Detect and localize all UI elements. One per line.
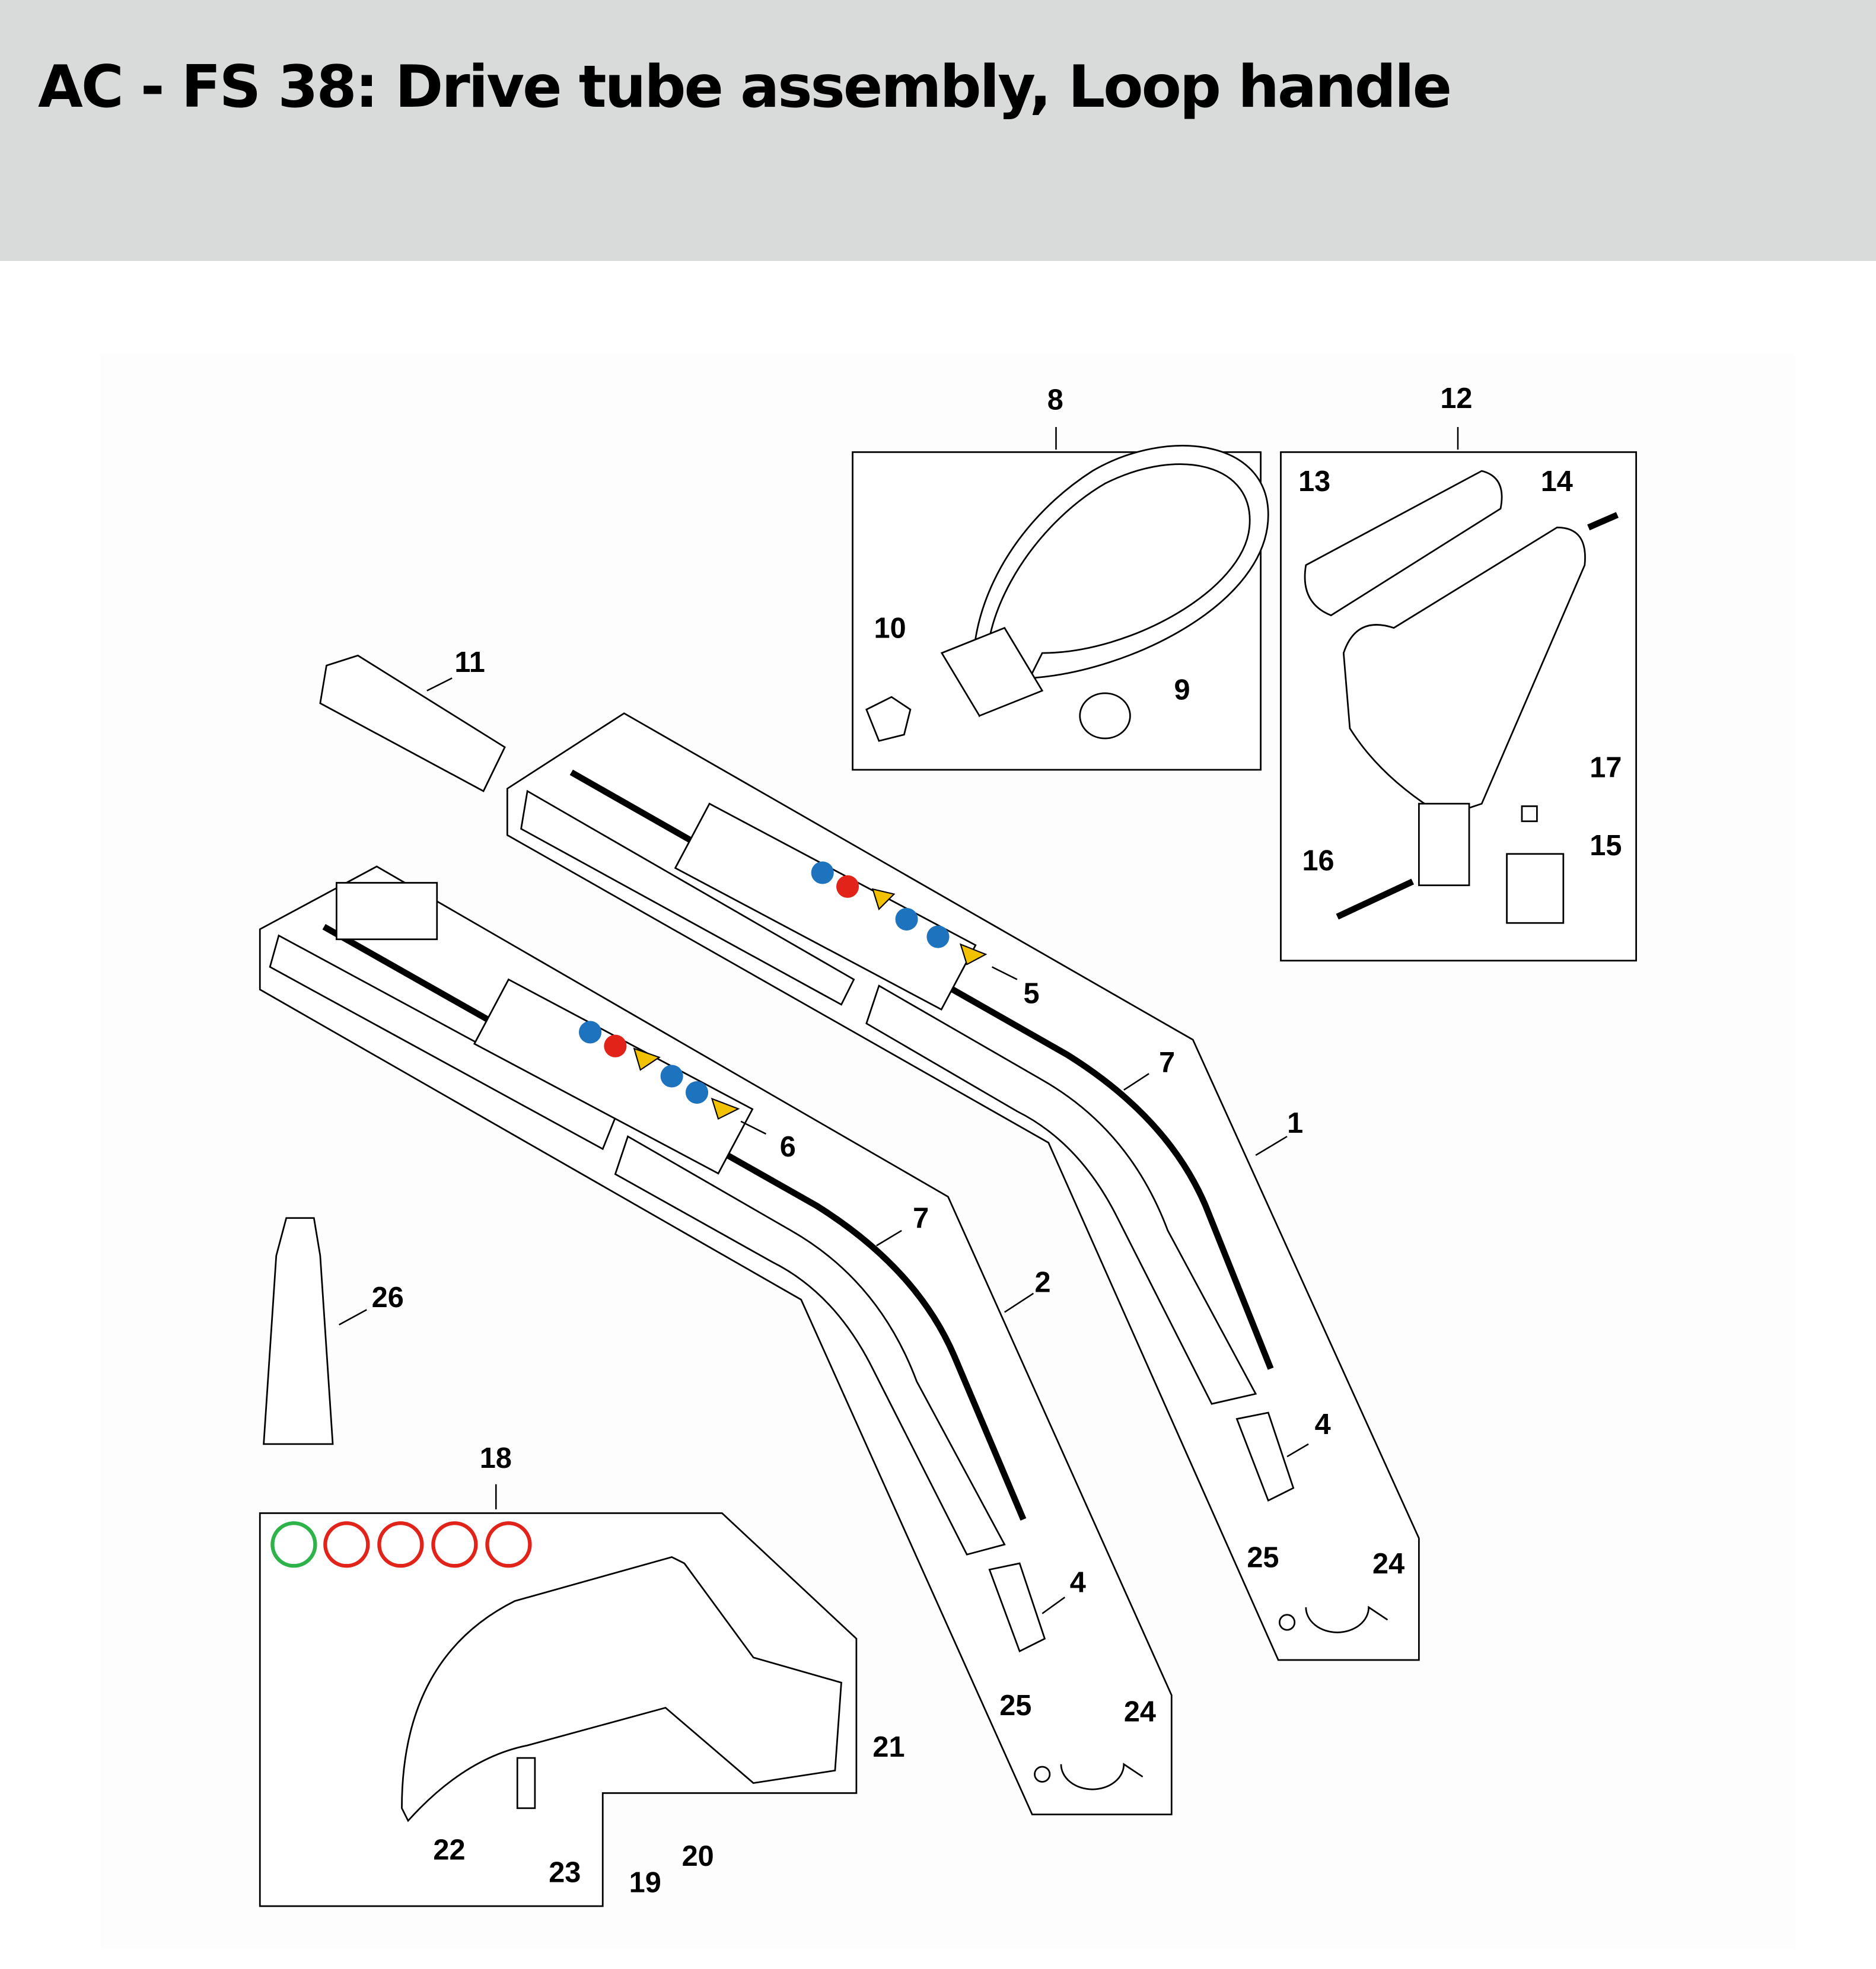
rubber-sleeve-11: [319, 654, 506, 792]
blade-22: [516, 1757, 536, 1809]
callout-2[interactable]: 2: [1035, 1267, 1051, 1299]
mandatory-sign-icon: [578, 1021, 602, 1044]
callout-7[interactable]: 7: [913, 1203, 929, 1235]
warning-sign-icon: [711, 1097, 740, 1120]
clamp-24a: [1305, 1605, 1388, 1633]
bushing-4b: [988, 1562, 1046, 1653]
screw-14: [1587, 512, 1619, 531]
mandatory-sign-icon: [926, 925, 950, 948]
grip-13: [1304, 470, 1503, 617]
prohibit-sign-icon: [604, 1034, 627, 1057]
tube-set-2-outline: [259, 865, 1173, 1815]
label-6: [473, 978, 754, 1175]
callout-25[interactable]: 25: [1247, 1541, 1279, 1573]
label-6-orange: [336, 882, 438, 941]
bike-handle-group: [1280, 451, 1638, 962]
callout-24[interactable]: 24: [1124, 1696, 1156, 1728]
handle-clamp-lower: [1418, 802, 1470, 887]
tube-set-1-outline: [506, 712, 1420, 1661]
mandatory-sign-icon: [660, 1065, 683, 1088]
callout-24[interactable]: 24: [1372, 1548, 1404, 1580]
mandatory-sign-icon: [895, 907, 918, 931]
header-bar: AC - FS 38: Drive tube assembly, Loop ha…: [0, 0, 1876, 261]
prohibited-tool-icon: [485, 1521, 532, 1568]
callout-11[interactable]: 11: [454, 646, 485, 678]
screw-16: [1336, 878, 1415, 920]
wing-screw-10: [865, 696, 912, 742]
callout-16[interactable]: 16: [1302, 845, 1334, 877]
callout-17[interactable]: 17: [1590, 752, 1622, 784]
callout-5[interactable]: 5: [1023, 978, 1039, 1010]
callout-23[interactable]: 23: [549, 1857, 581, 1889]
callout-12[interactable]: 12: [1440, 383, 1472, 415]
callout-26[interactable]: 26: [372, 1282, 404, 1314]
prohibited-tool-icon: [323, 1521, 370, 1568]
bike-handle: [1342, 526, 1586, 817]
deflector: [401, 1556, 842, 1823]
clamp-9: [1079, 692, 1131, 740]
callout-1[interactable]: 1: [1287, 1107, 1303, 1139]
warning-sign-icon: [959, 943, 988, 966]
callout-18[interactable]: 18: [480, 1442, 512, 1474]
prohibited-tool-icon: [377, 1521, 424, 1568]
callout-13[interactable]: 13: [1298, 466, 1330, 498]
callout-21[interactable]: 21: [872, 1731, 904, 1763]
warning-sign-icon: [633, 1047, 661, 1071]
callout-14[interactable]: 14: [1541, 466, 1573, 498]
callout-19[interactable]: 19: [629, 1867, 661, 1899]
deflector-group: [259, 1512, 858, 1907]
drive-shaft-2: [322, 924, 1027, 1521]
callout-7[interactable]: 7: [1159, 1047, 1175, 1079]
loop-handle: [972, 445, 1269, 718]
callout-15[interactable]: 15: [1590, 830, 1622, 862]
drive-tube-set-2: [259, 865, 1173, 1815]
clamp-24b: [1060, 1763, 1144, 1790]
screw-25b: [1034, 1766, 1051, 1783]
allowed-tool-icon: [270, 1521, 317, 1568]
mandatory-sign-icon: [685, 1081, 709, 1104]
tube-segment: [520, 789, 855, 1006]
callout-labels: 1 2 4 4 5 6 7 7 8 9 10 11 12 13 14 15 16…: [372, 383, 1622, 1898]
page-title: AC - FS 38: Drive tube assembly, Loop ha…: [38, 53, 1452, 121]
callout-9[interactable]: 9: [1174, 674, 1190, 706]
drive-tube-7b: [614, 1135, 1006, 1556]
mandatory-sign-icon: [811, 861, 834, 884]
nut-17: [1521, 805, 1538, 823]
screw-25a: [1278, 1614, 1296, 1631]
leader-lines: [339, 426, 1459, 1614]
callout-4[interactable]: 4: [1070, 1567, 1086, 1599]
callout-4[interactable]: 4: [1315, 1409, 1331, 1441]
callout-10[interactable]: 10: [874, 613, 906, 645]
callout-8[interactable]: 8: [1047, 384, 1063, 416]
prohibit-sign-icon: [836, 875, 859, 898]
loop-handle-group: [852, 445, 1269, 771]
bushing-4a: [1235, 1412, 1295, 1502]
prohibited-tool-icon: [431, 1521, 478, 1568]
grease-tube-26: [263, 1217, 334, 1445]
warning-sign-icon: [871, 888, 896, 910]
label-5: [674, 802, 977, 1011]
drive-shaft: [569, 769, 1274, 1370]
callout-22[interactable]: 22: [433, 1834, 465, 1866]
drive-tube-set-1: [506, 712, 1420, 1661]
drive-tube-7: [865, 984, 1257, 1405]
handle-clamp: [940, 627, 1044, 717]
clamp-15: [1506, 853, 1565, 924]
callout-20[interactable]: 20: [682, 1840, 714, 1872]
callout-6[interactable]: 6: [780, 1131, 796, 1163]
callout-25[interactable]: 25: [999, 1690, 1031, 1722]
